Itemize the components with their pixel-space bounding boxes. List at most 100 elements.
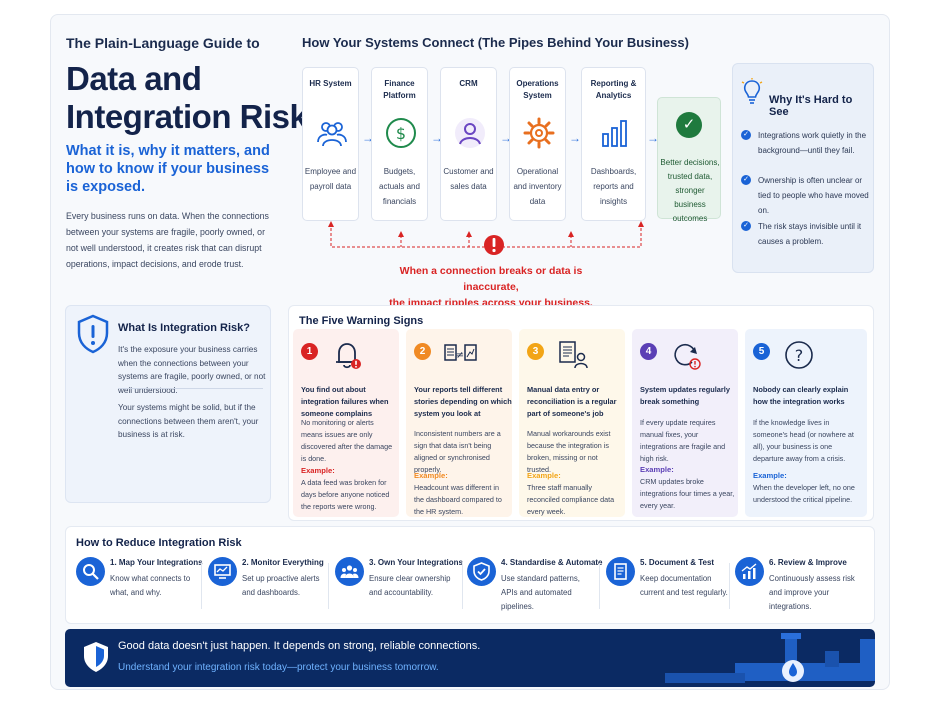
step-title: 3. Own Your Integrations [369,558,463,567]
warning-card-2: 2 ≠ Your reports tell different stories … [406,329,512,517]
footer-line-1: Good data doesn't just happen. It depend… [118,640,481,652]
divider [118,388,263,389]
system-card-crm: CRM Customer and sales data [440,67,497,221]
warning-card-4: 4 System updates regularly break somethi… [632,329,738,517]
divider [462,563,463,609]
warning-card-3: 3 Manual data entry or reconciliation is… [519,329,625,517]
warning-number: 4 [640,343,657,360]
question-icon: ? [785,341,813,369]
step-title: 4. Standardise & Automate [501,558,603,567]
example-label: Example: [414,471,448,480]
warning-description: If every update requires manual fixes, y… [640,418,726,463]
warning-description: Inconsistent numbers are a sign that dat… [414,429,501,474]
warning-signs-section: The Five Warning Signs 1 You find out ab… [288,305,874,521]
team-icon [335,557,364,586]
step-description: Know what connects to what, and why. [110,574,191,597]
step-description: Keep documentation current and test regu… [640,574,728,597]
system-description: Dashboards, reports and insights [590,167,637,206]
monitor-icon [208,557,237,586]
warning-signs-title: The Five Warning Signs [299,315,424,327]
system-card-reporting: Reporting & Analytics Dashboards, report… [581,67,646,221]
system-card-finance: Finance Platform $ Budgets, actuals and … [371,67,428,221]
system-card-hr: HR System Employee and payroll data [302,67,359,221]
outcome-text: Better decisions, trusted data, stronger… [660,158,720,223]
bell-alert-icon [336,343,361,369]
subtitle: What it is, why it matters, and how to k… [66,143,270,195]
gear-icon [523,117,555,149]
what-is-risk-title: What Is Integration Risk? [118,322,251,334]
divider [729,563,730,609]
example-label: Example: [640,465,674,474]
outcome-card: ✓ Better decisions, trusted data, strong… [657,97,721,223]
what-is-risk-text-1: It's the exposure your business carries … [118,345,266,395]
warning-heading: Your reports tell different stories depe… [414,385,512,418]
ripple-connector [328,221,644,255]
warning-card-5: 5 ? Nobody can clearly explain how the i… [745,329,867,517]
check-icon: ✓ [741,175,751,185]
step-description: Set up proactive alerts and dashboards. [242,574,320,597]
example-label: Example: [753,471,787,480]
step-title: 6. Review & Improve [769,558,847,567]
step-description: Ensure clear ownership and accountabilit… [369,574,451,597]
hard-to-see-text: Ownership is often unclear or tied to pe… [758,176,869,215]
warning-example: Headcount was different in the dashboard… [414,483,502,516]
warning-example: Three staff manually reconciled complian… [527,483,615,516]
warning-description: If the knowledge lives in someone's head… [753,418,854,463]
divider [599,563,600,609]
step-own: 3. Own Your Integrations Ensure clear ow… [335,557,463,617]
step-monitor: 2. Monitor Everything Set up proactive a… [208,557,333,617]
bar-chart-icon [602,120,627,147]
warning-description: Manual workarounds exist because the int… [527,429,611,474]
system-name: CRM [459,79,478,88]
warning-heading: Nobody can clearly explain how the integ… [753,385,849,406]
system-name: HR System [309,79,352,88]
main-title: Data and Integration Risk [66,60,308,136]
flow-arrow-icon: → [569,131,581,145]
trend-up-icon [735,557,764,586]
search-icon [76,557,105,586]
system-description: Customer and sales data [443,167,494,191]
check-icon: ✓ [741,130,751,140]
step-review: 6. Review & Improve Continuously assess … [735,557,871,617]
warning-number: 3 [527,343,544,360]
shield-icon [84,642,108,672]
svg-text:$: $ [396,124,406,143]
warning-number: 5 [753,343,770,360]
kicker-text: The Plain-Language Guide to [66,35,260,51]
title-line-1: Data and [66,60,202,97]
divider [201,563,202,609]
system-description: Operational and inventory data [513,167,562,206]
check-icon: ✓ [676,112,702,138]
title-line-2: Integration Risk [66,98,308,135]
dollar-icon: $ [386,118,416,148]
pipe-illustration [665,633,875,683]
system-name: Operations System [516,79,559,100]
step-standardise: 4. Standardise & Automate Use standard p… [467,557,603,617]
warning-number: 1 [301,343,318,360]
header-column: The Plain-Language Guide to Data and Int… [66,35,308,272]
flow-arrow-icon: → [647,131,659,145]
warning-example: A data feed was broken for days before a… [301,478,390,511]
footer-line-2: Understand your integration risk today—p… [118,662,439,673]
example-label: Example: [527,471,561,480]
lightbulb-icon [741,78,763,104]
system-description: Employee and payroll data [304,167,357,191]
warning-example: When the developer left, no one understo… [753,483,855,504]
mismatched-reports-icon: ≠ [444,344,477,361]
step-title: 5. Document & Test [640,558,715,567]
people-icon [317,122,347,147]
infographic-sheet: The Plain-Language Guide to Data and Int… [50,14,890,690]
shield-check-icon [467,557,496,586]
step-document: 5. Document & Test Keep documentation cu… [606,557,731,617]
refresh-alert-icon [674,343,701,370]
warning-heading: You find out about integration failures … [301,385,389,418]
check-icon: ✓ [741,221,751,231]
shield-exclamation-icon [77,314,109,354]
pipes-section-title: How Your Systems Connect (The Pipes Behi… [302,35,689,50]
step-description: Use standard patterns, APIs and automate… [501,574,580,611]
svg-text:?: ? [795,346,804,365]
svg-text:≠: ≠ [456,350,464,361]
step-description: Continuously assess risk and improve you… [769,574,855,611]
example-label: Example: [301,466,335,475]
intro-paragraph: Every business runs on data. When the co… [66,211,269,269]
